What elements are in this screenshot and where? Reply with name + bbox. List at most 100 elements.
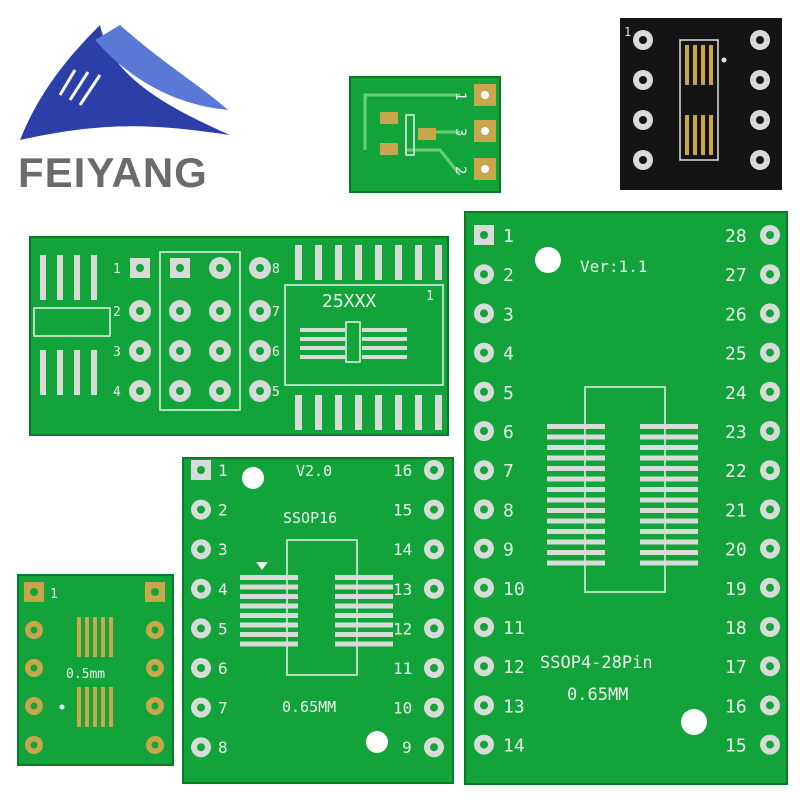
ssop28-finger [640,497,698,503]
ssop28-left-pin-label: 11 [503,618,525,639]
ssop16-right-pin-label: 9 [402,738,412,757]
ssop28-finger [547,445,605,450]
ssop16-title: SSOP16 [283,509,337,527]
soic8-chip-pin-1: 1 [426,289,434,304]
ssop28-right-pin-label: 15 [725,736,747,757]
dip-left-pin-1: 1 [113,262,121,277]
ssop16-finger [335,603,393,609]
brand-name: FEIYANG [18,149,208,196]
ssop28-finger [640,550,698,555]
ssop16-left-pin-label: 7 [218,699,228,718]
ssop28-left-pin-label: 9 [503,540,514,561]
ssop16-left-pin-label: 8 [218,738,228,757]
dip-right-pin-5: 5 [272,385,280,400]
ssop16-left-pin-label: 4 [218,580,228,599]
board-ssop28: Ver:1.1 SSOP4-28Pin 0.65MM 1234567891011… [464,211,788,785]
ssop28-right-pin-label: 19 [725,579,747,600]
ssop28-left-pin-label: 12 [503,657,525,678]
ssop28-version: Ver:1.1 [580,257,647,276]
ssop28-left-pin-label: 14 [503,736,525,757]
ssop28-finger [547,539,605,545]
logo-wave-stripe [58,69,102,106]
ssop16-right-pin-label: 16 [393,461,412,480]
ssop16-right-pin-label: 12 [393,619,412,638]
ssop28-left-pin-label: 1 [503,226,514,247]
ssop28-finger [547,560,605,566]
dip-right-pin-8: 8 [272,262,280,277]
ssop28-right-pin-label: 17 [725,657,747,678]
ssop16-finger [335,622,393,628]
ssop16-finger [335,641,393,647]
ssop28-finger [640,518,698,524]
ssop28-left-pin-label: 2 [503,265,514,286]
ssop16-left-pin-label: 6 [218,659,228,678]
ssop16-finger [335,584,393,590]
ssop28-finger [547,529,605,534]
sot23-pin-2: 2 [452,166,468,174]
ssop16-right-pin-label: 15 [393,501,412,520]
msop10-pitch: 0.5mm [66,667,105,682]
dip-left-pin-2: 2 [113,305,121,320]
dip-right-pin-7: 7 [272,305,280,320]
ssop16-pitch: 0.65MM [282,698,336,716]
soic8-chip-label: 25XXX [322,291,376,312]
ssop28-left-pin-label: 13 [503,696,525,717]
ssop28-right-pin-label: 22 [725,461,747,482]
ssop28-finger [547,476,605,482]
ssop16-finger [335,594,393,599]
ssop16-right-pin-label: 11 [393,659,412,678]
ssop28-right-pin-label: 16 [725,696,747,717]
ssop28-finger [547,518,605,524]
msop10-pin-1: 1 [50,587,58,602]
ssop28-finger [547,508,605,513]
ssop28-finger [640,445,698,450]
ssop28-finger [640,560,698,566]
ssop28-right-pin-label: 20 [725,540,747,561]
ssop28-finger [547,455,605,461]
ssop28-pitch: 0.65MM [567,685,628,705]
ssop28-finger [640,476,698,482]
logo-wave-light [95,25,228,110]
ssop28-finger [640,466,698,471]
ssop16-finger [335,575,393,580]
ssop16-right-pin-label: 10 [393,699,412,718]
ssop28-right-pin-label: 28 [725,226,747,247]
board-sot23: 1 3 2 [349,76,501,193]
ssop28-finger [547,466,605,471]
ssop16-left-pin-label: 2 [218,501,228,520]
ssop28-finger [640,424,698,429]
ssop28-finger [547,424,605,429]
ssop16-finger [335,613,393,618]
ssop28-left-pin-label: 8 [503,500,514,521]
ssop16-finger [240,594,298,599]
dip-left-pin-4: 4 [113,385,121,400]
ssop28-right-pin-label: 27 [725,265,747,286]
ssop28-left-pin-label: 5 [503,383,514,404]
ssop28-right-pin-label: 18 [725,618,747,639]
ssop28-left-pin-label: 10 [503,579,525,600]
ssop16-left-pin-label: 3 [218,540,228,559]
ssop28-left-pin-label: 4 [503,344,514,365]
ssop16-finger [240,622,298,628]
ssop16-left-pin-label: 5 [218,619,228,638]
ssop28-finger [547,487,605,492]
ssop16-right-pin-label: 14 [393,540,412,559]
ssop28-right-pin-label: 23 [725,422,747,443]
logo-wave-dark [20,25,230,140]
brand-logo [20,25,230,140]
ssop16-finger [240,575,298,580]
ssop16-finger [240,641,298,647]
sot23-pin-3: 3 [452,128,468,136]
ssop28-finger [640,487,698,492]
ssop28-title: SSOP4-28Pin [540,653,653,673]
ssop28-finger [640,529,698,534]
ssop16-finger [240,613,298,618]
ssop16-finger [240,603,298,609]
ssop28-left-pin-label: 7 [503,461,514,482]
dip-right-pin-6: 6 [272,345,280,360]
black-pin-1: 1 [624,25,631,39]
ssop28-finger [640,455,698,461]
ssop16-finger [240,632,298,637]
